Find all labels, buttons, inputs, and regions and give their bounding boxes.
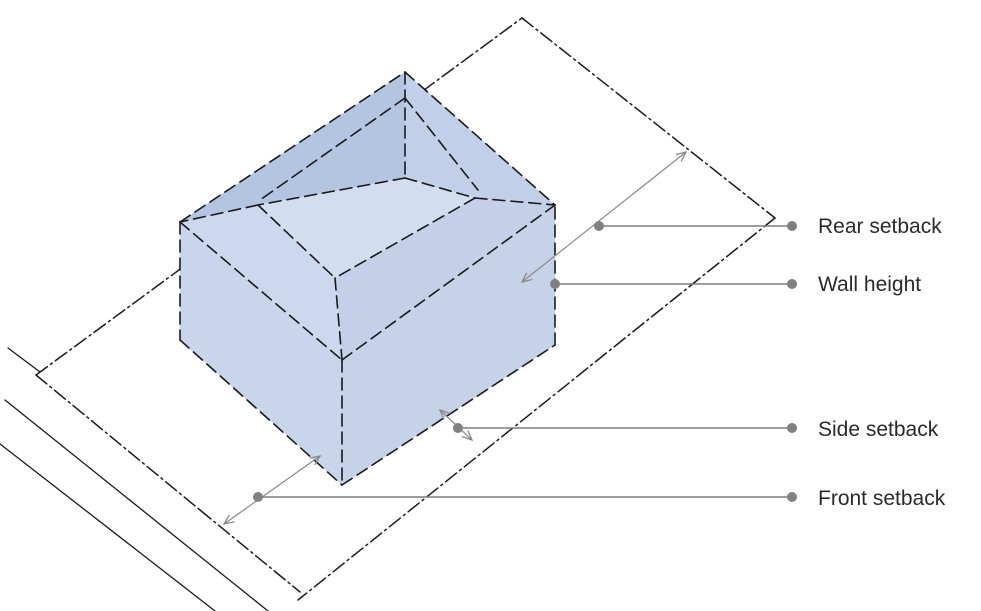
building [179,71,556,486]
roof-rightfront-plane [335,198,555,360]
front-setback-arrow [224,456,320,524]
rear-setback-dot-start [594,221,604,231]
front-setback-label: Front setback [818,487,946,510]
building-right-wall [342,205,555,485]
side-setback-dot-start [453,423,463,433]
rear-setback-label: Rear setback [818,215,942,238]
rear-setback-arrow [522,152,686,282]
front-setback-dot-end [787,492,797,502]
wall-height-label: Wall height [818,273,921,296]
wall-height-dot-start [550,279,560,289]
side-setback-dot-end [787,423,797,433]
side-setback-label: Side setback [818,418,939,441]
building-front-wall [180,222,342,485]
roof-floor-plane [258,178,475,278]
wall-height-dot-end [787,279,797,289]
street-edge [0,347,269,611]
leaders [253,221,797,502]
roof-front-plane [180,205,342,360]
front-setback-dot-start [253,492,263,502]
labels: Rear setback Wall height Side setback Fr… [818,215,946,510]
rear-setback-dot-end [787,221,797,231]
